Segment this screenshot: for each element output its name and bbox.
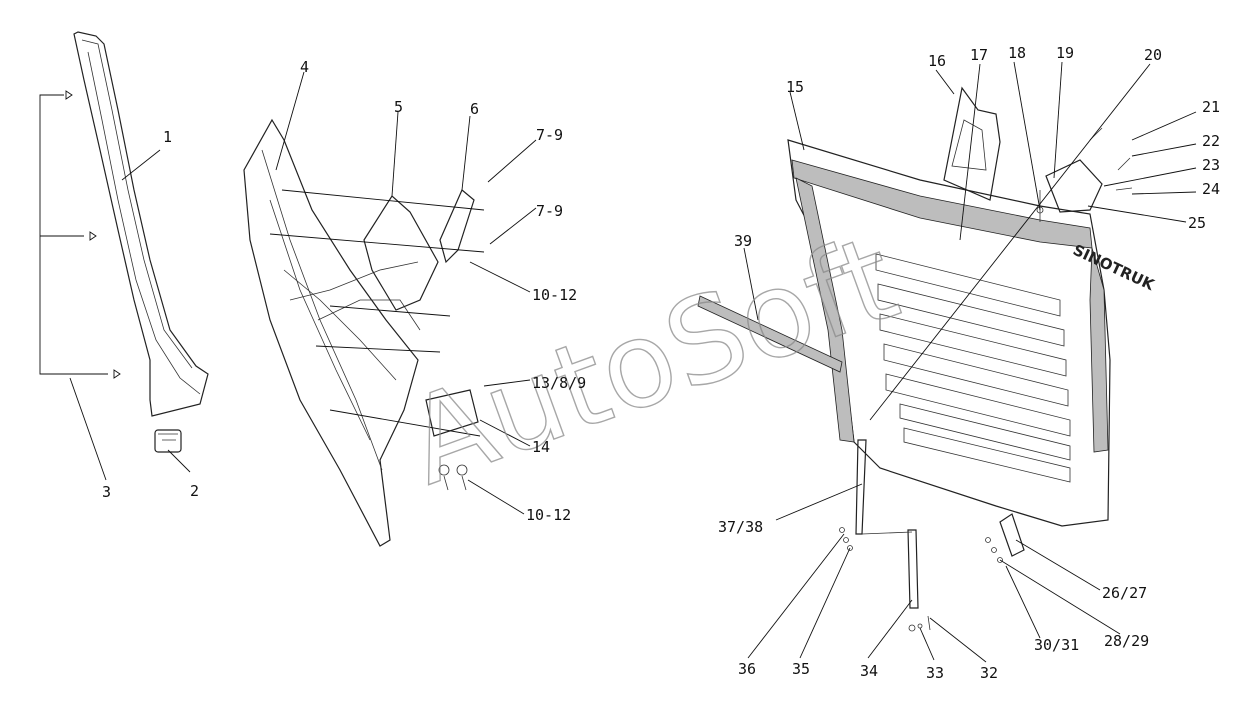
callout-7-9-top: 7-9 bbox=[536, 126, 563, 144]
callout-4: 4 bbox=[300, 58, 309, 76]
callout-35: 35 bbox=[792, 660, 810, 678]
callout-39: 39 bbox=[734, 232, 752, 250]
watermark-text: AutoSoft bbox=[390, 208, 913, 511]
callout-26-27: 26/27 bbox=[1102, 584, 1147, 602]
callout-37-38: 37/38 bbox=[718, 518, 763, 536]
callout-labels: 1 2 3 4 5 6 7-9 7-9 10-12 13/8/9 14 10-1… bbox=[102, 44, 1220, 682]
pillar-trim-assembly bbox=[39, 31, 209, 481]
callout-28-29: 28/29 bbox=[1104, 632, 1149, 650]
callout-21: 21 bbox=[1202, 98, 1220, 116]
callout-23: 23 bbox=[1202, 156, 1220, 174]
callout-17: 17 bbox=[970, 46, 988, 64]
callout-34: 34 bbox=[860, 662, 878, 680]
callout-25: 25 bbox=[1188, 214, 1206, 232]
callout-5: 5 bbox=[394, 98, 403, 116]
callout-3: 3 bbox=[102, 483, 111, 501]
callout-30-31: 30/31 bbox=[1034, 636, 1079, 654]
brand-lettering: SINOTRUK bbox=[1070, 241, 1158, 295]
callout-1: 1 bbox=[163, 128, 172, 146]
callout-32: 32 bbox=[980, 664, 998, 682]
callout-14: 14 bbox=[532, 438, 550, 456]
callout-19: 19 bbox=[1056, 44, 1074, 62]
callout-36: 36 bbox=[738, 660, 756, 678]
callout-10-12-top: 10-12 bbox=[532, 286, 577, 304]
corner-panel-assembly bbox=[243, 71, 537, 547]
callout-2: 2 bbox=[190, 482, 199, 500]
callout-18: 18 bbox=[1008, 44, 1026, 62]
callout-10-12-bottom: 10-12 bbox=[526, 506, 571, 524]
callout-24: 24 bbox=[1202, 180, 1220, 198]
callout-16: 16 bbox=[928, 52, 946, 70]
callout-22: 22 bbox=[1202, 132, 1220, 150]
callout-15: 15 bbox=[786, 78, 804, 96]
callout-13-8-9: 13/8/9 bbox=[532, 374, 586, 392]
callout-33: 33 bbox=[926, 664, 944, 682]
callout-6: 6 bbox=[470, 100, 479, 118]
callout-7-9-middle: 7-9 bbox=[536, 202, 563, 220]
callout-20: 20 bbox=[1144, 46, 1162, 64]
